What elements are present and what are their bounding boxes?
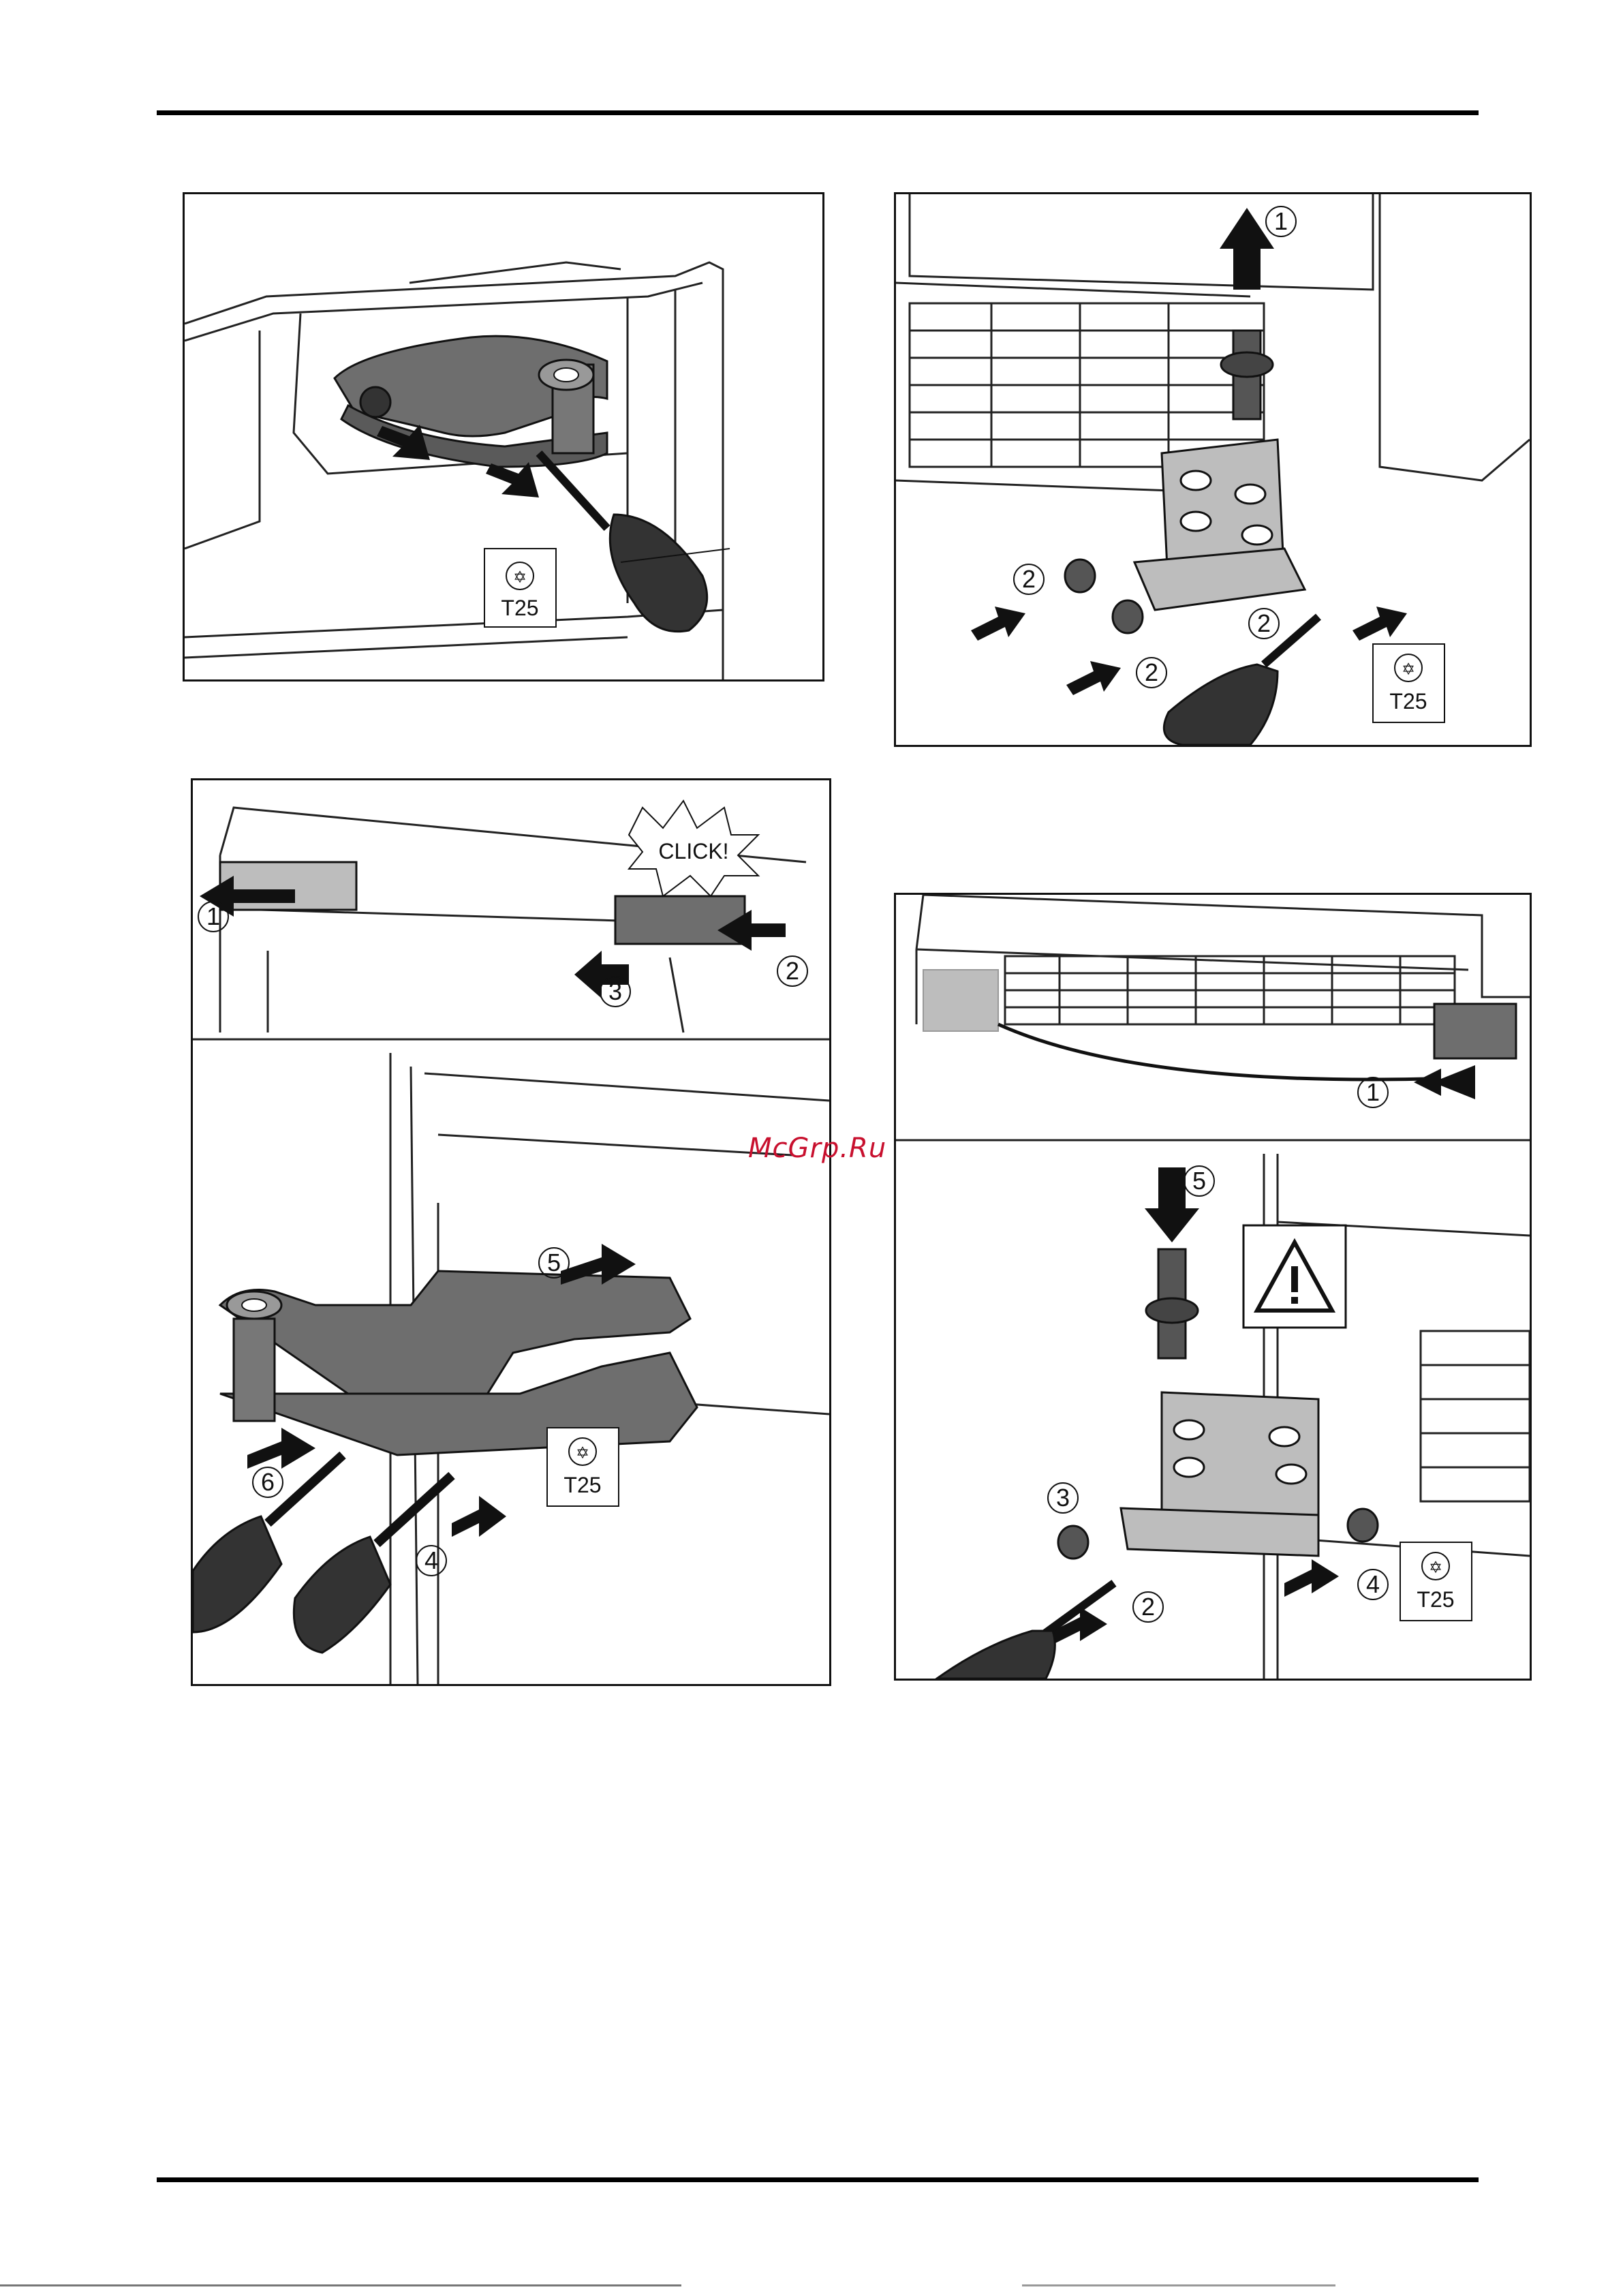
callout-4: 4: [424, 1546, 438, 1574]
tool-label: T25: [1417, 1587, 1454, 1612]
watermark: McGrp.Ru: [748, 1133, 886, 1164]
callout-3: 3: [608, 977, 622, 1005]
bottom-rule: [157, 2177, 1479, 2182]
tool-label: T25: [563, 1473, 601, 1497]
callout-3: 3: [1056, 1484, 1070, 1512]
figure-hinge-mounting: CLICK!: [191, 778, 831, 1686]
click-label: CLICK!: [658, 839, 728, 863]
click-burst: CLICK!: [629, 801, 758, 896]
callout-1: 1: [1366, 1078, 1380, 1106]
callout-1: 1: [1274, 207, 1288, 235]
screwdriver-icon: [193, 1455, 452, 1653]
bottom-hinge-mounting-illustration: 1 5 3 2 4 ✡ T25: [896, 895, 1530, 1679]
tool-label: T25: [1389, 689, 1427, 714]
hinge-removal-illustration: ✡ T25: [185, 194, 822, 679]
svg-text:✡: ✡: [1429, 1558, 1442, 1577]
svg-text:✡: ✡: [1402, 660, 1415, 679]
warning-triangle-icon: [1243, 1225, 1346, 1328]
callout-5: 5: [1192, 1167, 1206, 1195]
svg-text:✡: ✡: [513, 568, 527, 587]
callout-4: 4: [1366, 1570, 1380, 1598]
figure-bottom-hinge-mounting: 1 5 3 2 4 ✡ T25: [894, 893, 1532, 1681]
callout-2a: 2: [1022, 565, 1036, 593]
callout-1: 1: [206, 902, 220, 930]
svg-text:✡: ✡: [576, 1443, 589, 1463]
cover-right: [1434, 1004, 1516, 1058]
vent-grille-side: [1421, 1331, 1530, 1501]
figure-bottom-hinge-removal: 1 2 2 2 ✡ T25: [894, 192, 1532, 747]
cover-left: [923, 970, 998, 1031]
callout-2: 2: [786, 957, 799, 985]
cover-right: [615, 896, 745, 944]
callout-2b: 2: [1145, 658, 1158, 686]
tool-label: T25: [501, 596, 538, 620]
figure-hinge-removal: ✡ T25: [183, 192, 824, 682]
footer-line-left: [0, 2284, 681, 2286]
vent-grille: [910, 303, 1264, 467]
callout-2: 2: [1141, 1593, 1155, 1621]
bottom-hinge-removal-illustration: 1 2 2 2 ✡ T25: [896, 194, 1530, 745]
screwdriver-icon: [1164, 617, 1318, 745]
top-rule: [157, 110, 1479, 115]
callout-6: 6: [261, 1468, 275, 1496]
footer-line-right: [1022, 2284, 1335, 2286]
hinge-icon: [335, 336, 607, 467]
hinge-mounting-illustration: CLICK!: [193, 780, 829, 1684]
callout-5: 5: [547, 1249, 561, 1276]
callout-2c: 2: [1257, 609, 1271, 637]
screwdriver-icon: [539, 453, 707, 632]
hinge-icon: [220, 1271, 697, 1455]
hinge-icon: [1134, 331, 1305, 610]
